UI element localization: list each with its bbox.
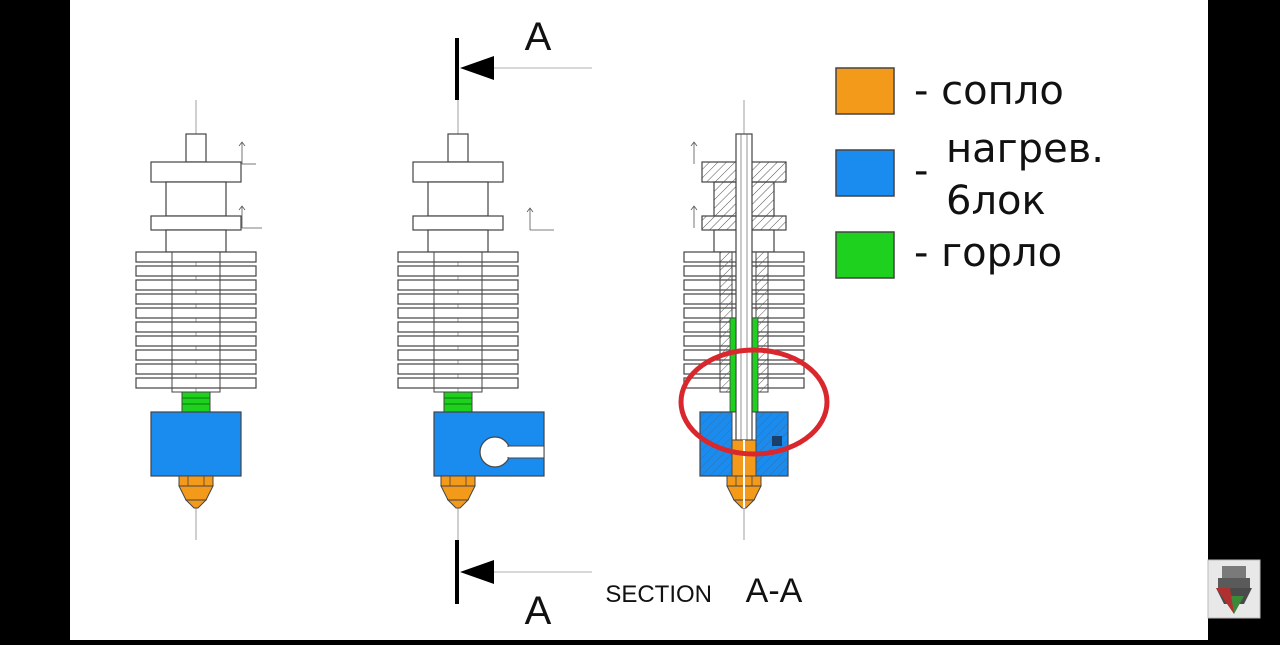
- legend-label-nozzle: - сопло: [914, 68, 1064, 114]
- legend-label-throat: - горло: [914, 230, 1062, 276]
- section-label-large: A-A: [746, 572, 803, 610]
- section-letter-bottom: A: [525, 589, 552, 633]
- hotend-side-view: [397, 100, 554, 540]
- heater-block-part: [150, 411, 242, 477]
- legend: - сопло - нагрев. 6лок - горло: [835, 67, 1104, 279]
- highlight-circle: [678, 347, 830, 457]
- legend-swatch-heater-block: [835, 149, 895, 197]
- drawing-panel: [70, 0, 1208, 640]
- legend-swatch-nozzle: [835, 67, 895, 115]
- section-letter-top: A: [525, 15, 552, 59]
- section-label-small: SECTION: [605, 581, 712, 608]
- nozzle-thumbnail-icon[interactable]: [1207, 559, 1261, 619]
- section-marker-top: [455, 38, 592, 100]
- section-marker-bottom: [455, 540, 592, 604]
- hotend-front-view: [135, 100, 262, 540]
- hotend-section-view: [683, 100, 805, 540]
- legend-dash-heater-block: -: [914, 148, 928, 194]
- legend-label-heater-block-line2: 6лок: [946, 178, 1046, 224]
- legend-label-heater-block-line1: нагрев.: [946, 126, 1104, 172]
- throat-part: [181, 391, 211, 413]
- legend-swatch-throat: [835, 231, 895, 279]
